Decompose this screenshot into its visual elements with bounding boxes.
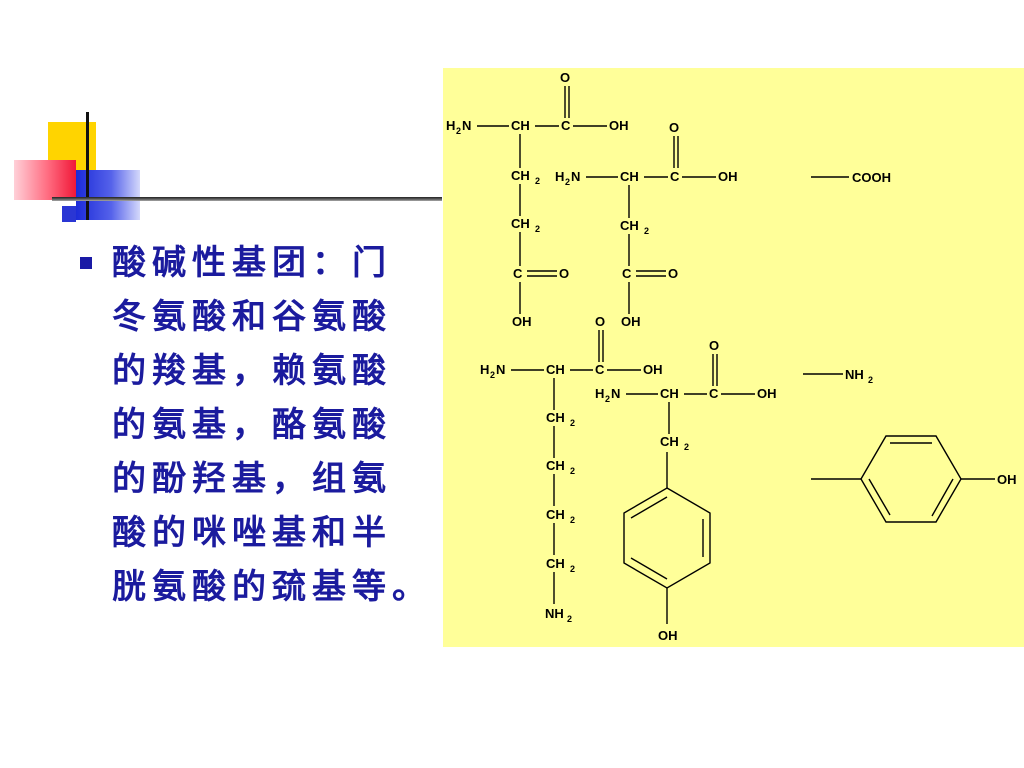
carbonyl-o-label: O — [669, 120, 679, 135]
amino-n-label: N — [611, 386, 620, 401]
decor-blue-square-small — [62, 206, 76, 222]
subscript-2: 2 — [535, 176, 540, 186]
cooh-label: COOH — [852, 170, 891, 185]
alpha-ch-label: CH — [546, 362, 565, 377]
amino-h-label: H — [480, 362, 489, 377]
ch2-label: CH — [546, 458, 565, 473]
subscript-2: 2 — [456, 126, 461, 136]
carbonyl-o-label: O — [595, 314, 605, 329]
nh-label: NH — [845, 367, 864, 382]
bullet-text-line: 冬氨酸和谷氨酸 — [112, 297, 392, 337]
side-chain-o-label: O — [668, 266, 678, 281]
subscript-2: 2 — [565, 177, 570, 187]
bullet-text: 酸碱性基团：门 冬氨酸和谷氨酸 的羧基，赖氨酸 的氨基，酪氨酸 的酚羟基，组氨 … — [112, 236, 452, 614]
ch2-label: CH — [511, 216, 530, 231]
subscript-2: 2 — [868, 375, 873, 385]
bullet-text-line: 的酚羟基，组氨 — [112, 459, 392, 499]
subscript-2: 2 — [570, 418, 575, 428]
structure-canvas: O H 2 N CH C OH CH 2 CH 2 C O OH — [446, 70, 1017, 643]
alpha-ch-label: CH — [660, 386, 679, 401]
carbonyl-o-label: O — [560, 70, 570, 85]
carboxyl-c-label: C — [595, 362, 605, 377]
amino-h-label: H — [446, 118, 455, 133]
ch2-label: CH — [546, 507, 565, 522]
subscript-2: 2 — [684, 442, 689, 452]
ch2-label: CH — [620, 218, 639, 233]
carbonyl-o-label: O — [709, 338, 719, 353]
subscript-2: 2 — [570, 466, 575, 476]
subscript-2: 2 — [567, 614, 572, 624]
carboxyl-c-label: C — [709, 386, 719, 401]
subscript-2: 2 — [644, 226, 649, 236]
lysine-structure: O H 2 N CH C OH CH 2 CH 2 CH 2 CH 2 NH — [480, 314, 663, 624]
glutamic-acid-structure: O H 2 N CH C OH CH 2 CH 2 C O OH — [446, 70, 629, 329]
amino-n-label: N — [462, 118, 471, 133]
aspartic-acid-structure: O H 2 N CH C OH CH 2 C O OH — [555, 120, 738, 329]
tyrosine-structure: O H 2 N CH C OH CH 2 OH — [595, 338, 777, 643]
amino-n-label: N — [496, 362, 505, 377]
ch2-label: CH — [511, 168, 530, 183]
bullet-text-line: 的氨基，酪氨酸 — [112, 405, 392, 445]
title-underline — [52, 197, 442, 201]
subscript-2: 2 — [570, 515, 575, 525]
carboxyl-oh-label: OH — [718, 169, 738, 184]
side-chain-oh-label: OH — [512, 314, 532, 329]
carboxyl-oh-label: OH — [757, 386, 777, 401]
carboxyl-c-label: C — [670, 169, 680, 184]
decor-vertical-line — [86, 112, 89, 220]
side-chain-oh-label: OH — [621, 314, 641, 329]
subscript-2: 2 — [490, 370, 495, 380]
ch2-label: CH — [660, 434, 679, 449]
amino-acid-structures-diagram: O H 2 N CH C OH CH 2 CH 2 C O OH — [443, 68, 1024, 647]
phenol-oh-label: OH — [997, 472, 1017, 487]
alpha-ch-label: CH — [620, 169, 639, 184]
phenol-oh-label: OH — [658, 628, 678, 643]
carboxyl-oh-label: OH — [643, 362, 663, 377]
bullet-text-line: 的羧基，赖氨酸 — [112, 351, 392, 391]
ch2-label: CH — [546, 556, 565, 571]
bullet-text-line: 胱氨酸的巯基等。 — [112, 567, 432, 607]
amino-h-label: H — [595, 386, 604, 401]
subscript-2: 2 — [570, 564, 575, 574]
carboxyl-c-label: C — [561, 118, 571, 133]
bullet-text-line: 酸碱性基团：门 — [112, 243, 392, 283]
alpha-ch-label: CH — [511, 118, 530, 133]
amino-h-label: H — [555, 169, 564, 184]
bullet-square-icon — [80, 257, 92, 269]
cooh-fragment: COOH — [811, 170, 891, 185]
side-chain-c-label: C — [513, 266, 523, 281]
decor-red-square — [14, 160, 76, 200]
side-chain-c-label: C — [622, 266, 632, 281]
subscript-2: 2 — [535, 224, 540, 234]
carboxyl-oh-label: OH — [609, 118, 629, 133]
amino-n-label: N — [571, 169, 580, 184]
side-chain-nh-label: NH — [545, 606, 564, 621]
benzene-ring — [623, 487, 711, 589]
nh2-fragment: NH 2 — [803, 367, 873, 385]
bullet-text-line: 酸的咪唑基和半 — [112, 513, 392, 553]
subscript-2: 2 — [605, 394, 610, 404]
phenol-fragment: OH — [811, 435, 1017, 523]
ch2-label: CH — [546, 410, 565, 425]
phenol-ring — [860, 435, 962, 523]
side-chain-o-label: O — [559, 266, 569, 281]
